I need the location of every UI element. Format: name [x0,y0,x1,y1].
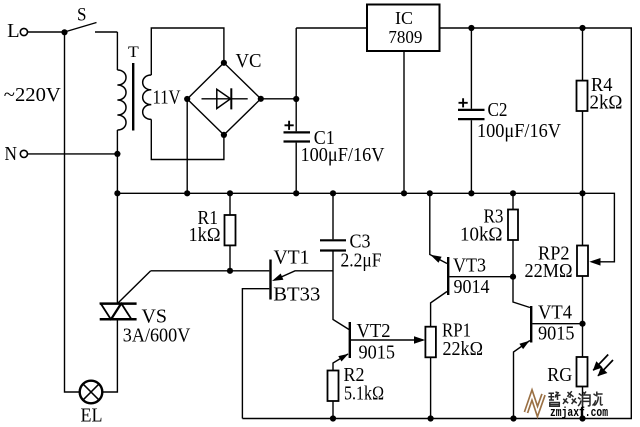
svg-text:IC: IC [395,8,413,28]
svg-text:R1: R1 [198,207,219,229]
svg-text:VT2: VT2 [357,320,391,342]
svg-text:9015: 9015 [538,323,575,345]
svg-text:VT4: VT4 [538,302,572,324]
svg-text:5.1kΩ: 5.1kΩ [344,383,384,405]
svg-text:N: N [5,143,18,165]
svg-text:VC: VC [236,50,262,72]
svg-text:VS: VS [142,306,168,328]
svg-text:2kΩ: 2kΩ [590,92,623,114]
svg-text:7809: 7809 [388,27,422,47]
svg-text:L: L [7,20,20,42]
svg-text:VT3: VT3 [453,255,486,277]
svg-text:1kΩ: 1kΩ [189,224,221,246]
svg-text:2.2μF: 2.2μF [341,249,382,271]
svg-text:3A/600V: 3A/600V [123,324,191,346]
svg-text:22MΩ: 22MΩ [525,260,573,282]
svg-text:zmjaxf.com: zmjaxf.com [550,406,608,420]
svg-text:VT1: VT1 [274,246,310,268]
svg-text:C3: C3 [350,231,371,253]
svg-text:9014: 9014 [454,276,490,298]
svg-text:BT33: BT33 [273,284,320,306]
svg-text:R2: R2 [344,364,365,386]
svg-text:R3: R3 [484,205,504,227]
svg-text:9015: 9015 [359,342,396,364]
svg-text:R4: R4 [591,74,613,96]
svg-text:EL: EL [81,405,103,427]
svg-text:RP2: RP2 [538,243,570,265]
svg-text:RP1: RP1 [442,320,471,342]
svg-text:T: T [128,44,139,61]
svg-text:100μF/16V: 100μF/16V [477,120,561,142]
svg-text:S: S [77,5,87,26]
svg-text:RG: RG [547,364,572,386]
svg-text:10kΩ: 10kΩ [460,224,503,246]
svg-text:~220V: ~220V [4,84,62,106]
svg-text:C2: C2 [488,99,508,121]
svg-text:C1: C1 [314,127,335,149]
svg-text:100μF/16V: 100μF/16V [301,144,385,166]
svg-text:11V: 11V [153,87,181,109]
svg-text:22kΩ: 22kΩ [443,338,484,360]
